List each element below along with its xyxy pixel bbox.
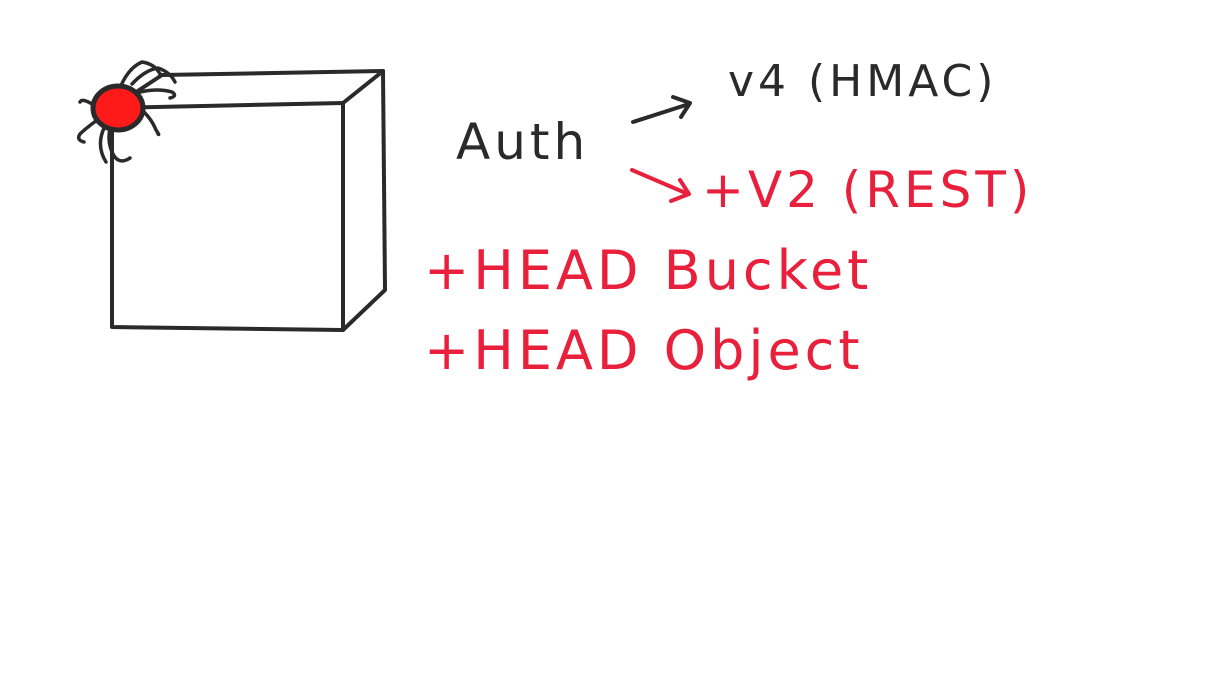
bug-icon — [76, 60, 177, 164]
arrow-icon — [630, 168, 691, 203]
auth-v4-label: v4 (HMAC) — [728, 56, 998, 107]
head-bucket-label: +HEAD Bucket — [424, 239, 873, 302]
arrow-icon — [631, 95, 692, 124]
auth-label: Auth — [456, 113, 590, 171]
cube-icon — [110, 69, 387, 332]
auth-v2-label: +V2 (REST) — [702, 161, 1034, 219]
head-object-label: +HEAD Object — [424, 319, 864, 382]
